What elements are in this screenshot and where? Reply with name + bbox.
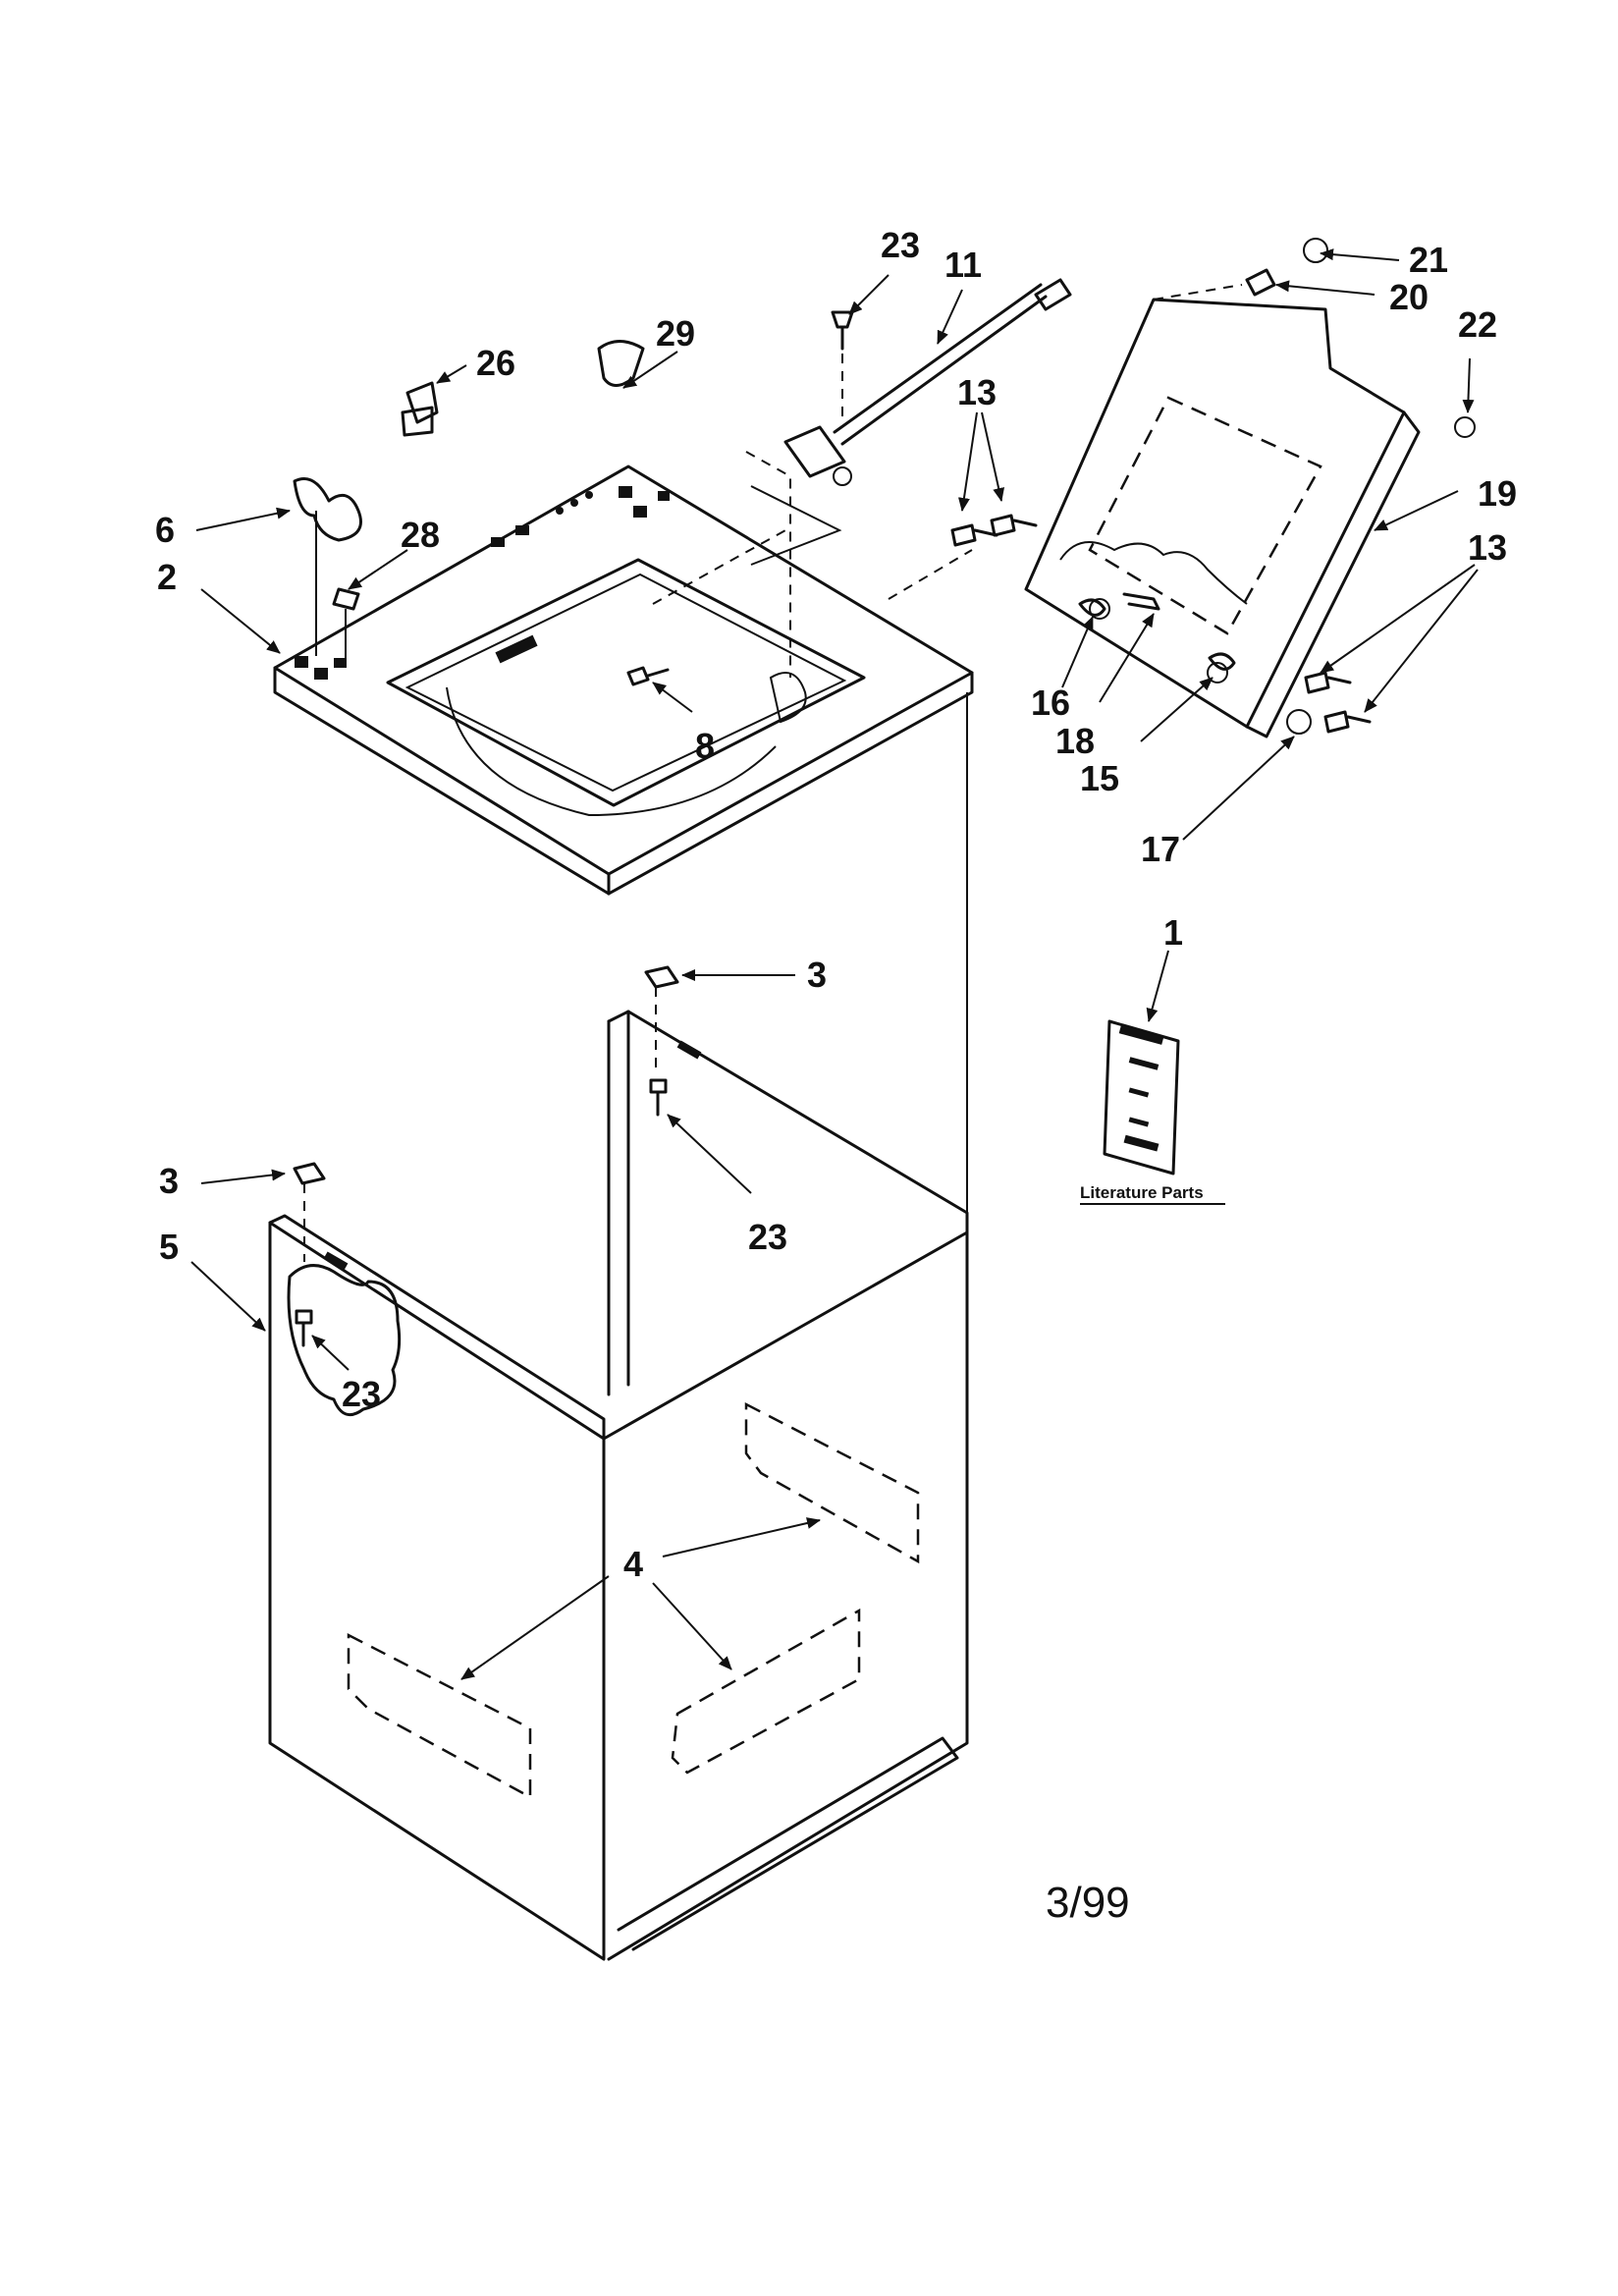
- callout-13-left: 13: [957, 372, 997, 412]
- callout-3-lower: 3: [159, 1161, 179, 1201]
- callout-15: 15: [1080, 758, 1119, 798]
- callout-2: 2: [157, 557, 177, 597]
- callout-labels: 1 2 3 3 4 5 6 8 11 13 13 15 16 17 18 19 …: [155, 225, 1517, 1584]
- callout-13-right: 13: [1468, 527, 1507, 568]
- screw-part-23-top: [831, 310, 854, 422]
- callout-23-top: 23: [881, 225, 920, 265]
- callout-16: 16: [1031, 683, 1070, 723]
- callout-23-lower: 23: [342, 1374, 381, 1414]
- screws-part-23-lower: [295, 1078, 668, 1347]
- callout-5: 5: [159, 1227, 179, 1267]
- literature-parts-caption: Literature Parts: [1080, 1183, 1204, 1202]
- part-28-clip: [332, 587, 360, 668]
- callout-1: 1: [1163, 912, 1183, 953]
- leader-lines: [190, 248, 1479, 1680]
- top-panel: [273, 465, 974, 896]
- clips-part-3: [293, 965, 679, 1262]
- callout-19: 19: [1478, 473, 1517, 514]
- callout-26: 26: [476, 343, 515, 383]
- clip-part-6: [293, 477, 362, 656]
- wire-harness-part-11: [750, 278, 1072, 566]
- callout-3-upper: 3: [807, 955, 827, 995]
- callout-6: 6: [155, 510, 175, 550]
- callout-8: 8: [695, 726, 715, 766]
- cabinet: [268, 692, 969, 1961]
- date-code: 3/99: [1046, 1879, 1130, 1927]
- callout-17: 17: [1141, 829, 1180, 869]
- clip-part-26: [401, 381, 439, 437]
- callout-22: 22: [1458, 304, 1497, 345]
- callout-20: 20: [1389, 277, 1429, 317]
- callout-28: 28: [401, 515, 440, 555]
- hinge-parts: [1078, 592, 1372, 735]
- callout-21: 21: [1409, 240, 1448, 280]
- screw-part-8: [626, 666, 670, 686]
- callout-29: 29: [656, 313, 695, 354]
- callout-18: 18: [1055, 721, 1095, 761]
- callout-4: 4: [623, 1544, 643, 1584]
- screws-part-13-left: [950, 514, 1038, 547]
- lid-assembly: [1024, 298, 1421, 738]
- callout-23-middle: 23: [748, 1217, 787, 1257]
- callout-11: 11: [944, 245, 982, 285]
- literature-booklet: [1103, 1019, 1180, 1175]
